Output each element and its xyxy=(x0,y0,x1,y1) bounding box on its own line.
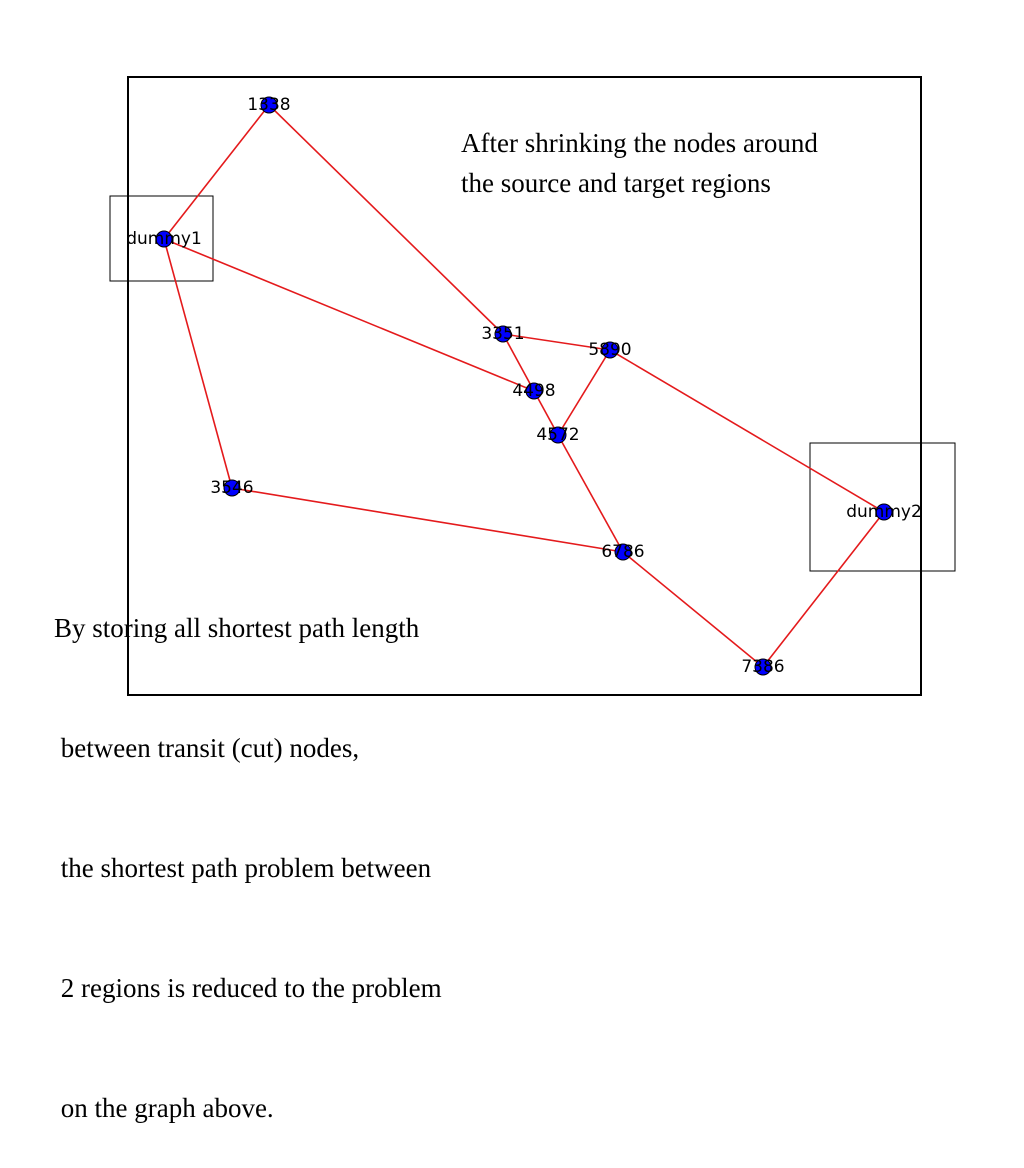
graph-node xyxy=(155,230,173,248)
graph-edge xyxy=(163,238,233,489)
graph-node-label: 3351 xyxy=(481,324,524,344)
graph-nodes xyxy=(155,96,893,676)
graph-node-label: 4572 xyxy=(536,425,579,445)
graph-edge xyxy=(502,333,611,351)
caption-bottom-line: By storing all shortest path length xyxy=(54,613,420,643)
graph-edge xyxy=(762,511,885,668)
caption-top-line: the source and target regions xyxy=(461,168,771,198)
graph-edge xyxy=(609,349,885,513)
graph-node xyxy=(601,341,619,359)
graph-node-label: 1338 xyxy=(247,95,290,115)
graph-node xyxy=(754,658,772,676)
graph-diagram: 1338 dummy1 3351 5890 4498 4572 3546 6786 dummy2… xyxy=(109,76,956,696)
graph-node xyxy=(494,325,512,343)
graph-edge xyxy=(502,333,535,392)
graph-node xyxy=(260,96,278,114)
caption-bottom-line: the shortest path problem between xyxy=(54,853,432,883)
source-region-box xyxy=(109,195,214,282)
graph-node-label: 7386 xyxy=(741,657,784,677)
plot-frame xyxy=(127,76,922,696)
caption-bottom-line: 2 regions is reduced to the problem xyxy=(54,973,442,1003)
graph-node-label: dummy1 xyxy=(126,229,202,249)
graph-node xyxy=(223,479,241,497)
graph-edge xyxy=(557,434,624,553)
target-region-box xyxy=(809,442,956,572)
graph-node-labels: 1338 dummy1 3351 5890 4498 4572 3546 6786 dummy2… xyxy=(126,95,922,677)
graph-node-label: 3546 xyxy=(210,478,253,498)
graph-node-label: 4498 xyxy=(512,381,555,401)
graph-edge xyxy=(163,104,270,240)
caption-bottom-line: between transit (cut) nodes, xyxy=(54,733,360,763)
graph-node xyxy=(614,543,632,561)
graph-edge xyxy=(163,238,535,392)
caption-top: After shrinking the nodes around the sou… xyxy=(461,123,818,203)
graph-node-label: 5890 xyxy=(588,340,631,360)
graph-edge xyxy=(622,551,764,668)
graph-node xyxy=(525,382,543,400)
graph-node xyxy=(549,426,567,444)
graph-node-label: dummy2 xyxy=(846,502,922,522)
caption-bottom-line: on the graph above. xyxy=(54,1093,274,1123)
graph-edge xyxy=(557,349,611,436)
caption-top-line: After shrinking the nodes around xyxy=(461,128,818,158)
graph-edge xyxy=(231,487,624,553)
caption-bottom: By storing all shortest path length betw… xyxy=(54,528,442,1168)
graph-node-label: 6786 xyxy=(601,542,644,562)
graph-edge xyxy=(268,104,504,335)
graph-edges xyxy=(163,104,885,668)
graph-node xyxy=(875,503,893,521)
